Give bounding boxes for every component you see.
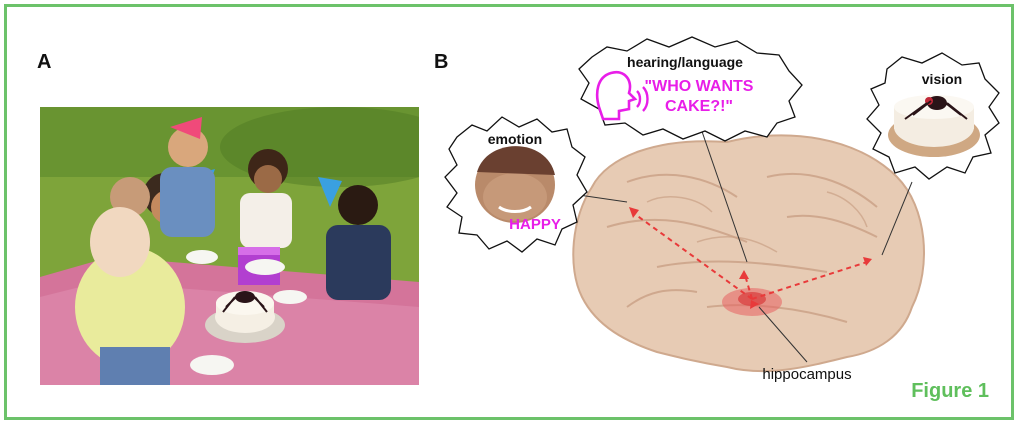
- quote-line-1: "WHO WANTS: [645, 78, 754, 95]
- vision-title: vision: [922, 71, 962, 87]
- brain-shape: [573, 135, 924, 371]
- hippocampus-label: hippocampus: [762, 366, 851, 383]
- hearing-title: hearing/language: [627, 54, 743, 70]
- brain-diagram: emotion HAPPY hearing/language "WHO WANT…: [7, 7, 1017, 423]
- figure-caption: Figure 1: [911, 380, 989, 403]
- happy-word: HAPPY: [509, 216, 561, 233]
- quote-line-2: CAKE?!": [665, 98, 733, 115]
- emotion-title: emotion: [488, 131, 542, 147]
- cake-image: [888, 95, 980, 157]
- figure-frame: A B: [4, 4, 1014, 420]
